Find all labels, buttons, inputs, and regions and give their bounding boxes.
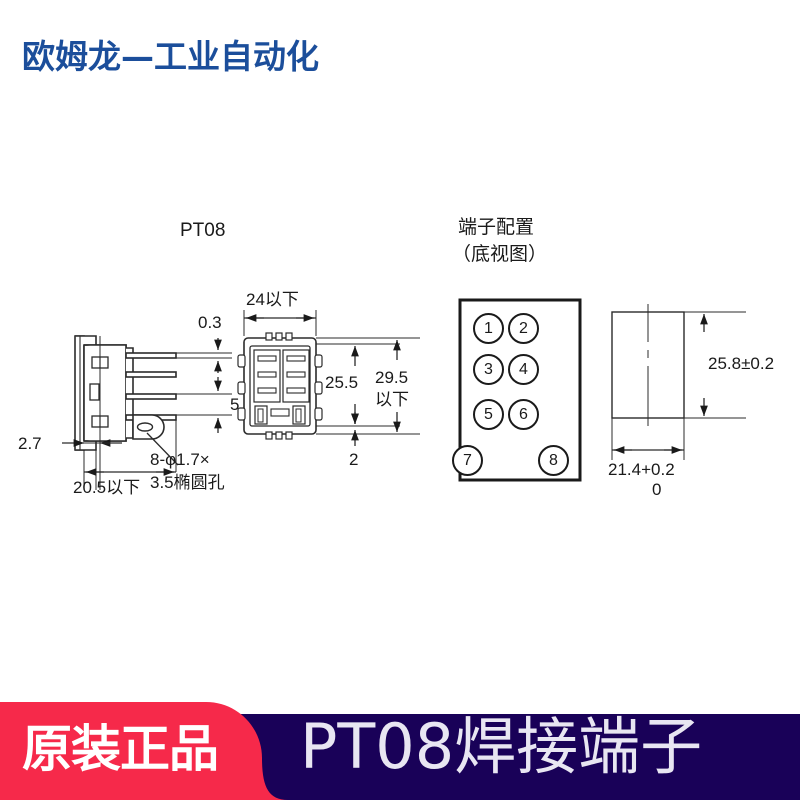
dim-mount-width-line2: 0 [652,480,662,499]
terminal-number-2-label: 2 [519,319,528,337]
terminal-number-8: 8 [538,445,569,476]
dim-width-24: 24以下 [246,290,299,309]
terminal-number-4: 4 [508,354,539,385]
terminal-number-6: 6 [508,399,539,430]
banner-red-shape [0,702,292,800]
part-label: PT08 [180,220,226,241]
terminal-number-5: 5 [473,399,504,430]
terminal-number-1-label: 1 [484,319,493,337]
dim-thickness-0-3: 0.3 [198,313,222,332]
hole-note-line1: 8-φ1.7× [150,450,210,469]
terminal-number-5-label: 5 [484,405,493,423]
bottom-banner: 原装正品 PT08焊接端子 [0,702,800,800]
dim-total-height-line1: 29.5 [375,368,409,387]
banner-product-name: PT08焊接端子 [300,710,703,783]
terminal-number-7: 7 [452,445,483,476]
dim-base-2: 2 [349,450,359,469]
technical-drawing-area: PT08 端子配置 （底视图） 0.3 5 2.7 20.5以下 8-φ1.7×… [0,120,800,680]
terminal-number-4-label: 4 [519,360,528,378]
terminal-number-1: 1 [473,313,504,344]
front-view-drawing [237,310,420,446]
side-view-drawing [62,335,232,490]
terminal-number-3: 3 [473,354,504,385]
hole-note-line2: 3.5椭圆孔 [150,473,225,492]
terminal-panel-title-line1: 端子配置 [458,217,535,238]
dim-pin-pitch-5: 5 [230,395,240,414]
terminal-number-8-label: 8 [549,451,558,469]
dim-mount-width-line1: 21.4+0.2 [608,460,675,479]
drawing-vectors [62,298,746,490]
dim-inner-height-25-5: 25.5 [325,373,359,392]
terminal-panel-title-line2: （底视图） [452,244,548,265]
dim-mount-height-25-8: 25.8±0.2 [708,354,775,373]
dim-total-height-line2: 以下 [375,390,409,409]
dim-depth-20-5: 20.5以下 [73,478,141,497]
banner-authentic-label: 原装正品 [22,720,219,778]
dim-flange-2-7: 2.7 [18,434,42,453]
mounting-view-drawing [611,304,746,460]
terminal-number-7-label: 7 [463,451,472,469]
terminal-number-6-label: 6 [519,405,528,423]
terminal-number-2: 2 [508,313,539,344]
terminal-number-3-label: 3 [484,360,493,378]
page-title: 欧姆龙—工业自动化 [22,37,319,76]
